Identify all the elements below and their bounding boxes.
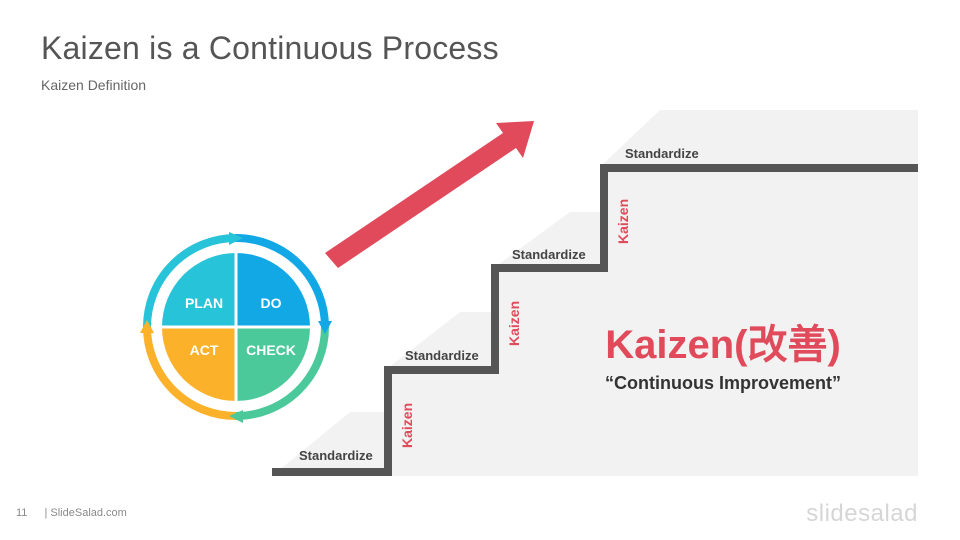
- riser-label-1: Kaizen: [399, 403, 415, 448]
- pdca-quadrant-check: [236, 327, 310, 401]
- step-label-2: Standardize: [405, 348, 479, 363]
- step-label-1: Standardize: [299, 448, 373, 463]
- step-label-3: Standardize: [512, 247, 586, 262]
- pdca-outer-arc-act: [143, 326, 237, 420]
- page-number: 11: [16, 507, 28, 519]
- pdca-outer-arc-plan: [143, 234, 237, 328]
- upward-arrow-icon: [325, 121, 534, 268]
- pdca-cycle: PLAN DO ACT CHECK: [140, 232, 332, 423]
- riser-label-3: Kaizen: [615, 199, 631, 244]
- kaizen-headline-subtitle: “Continuous Improvement”: [605, 373, 841, 393]
- brand-logo: slidesalad: [806, 500, 918, 527]
- page-subtitle: Kaizen Definition: [41, 77, 147, 93]
- kaizen-headline: Kaizen(改善): [605, 323, 841, 367]
- footer: 11 | SlideSalad.com: [16, 507, 127, 519]
- pdca-label-check: CHECK: [246, 342, 296, 358]
- pdca-outer-arc-check: [235, 326, 329, 420]
- pdca-quadrant-do: [236, 253, 310, 327]
- pdca-quadrant-plan: [162, 253, 236, 327]
- pdca-label-do: DO: [261, 295, 282, 311]
- footer-text: | SlideSalad.com: [44, 507, 127, 519]
- riser-label-2: Kaizen: [506, 301, 522, 346]
- pdca-quadrant-act: [162, 327, 236, 401]
- page-title: Kaizen is a Continuous Process: [41, 30, 499, 66]
- stair-shading: [272, 110, 918, 476]
- staircase-line: [272, 164, 918, 476]
- step-label-4: Standardize: [625, 146, 699, 161]
- pdca-outer-arc-do: [235, 234, 329, 328]
- pdca-label-plan: PLAN: [185, 295, 223, 311]
- pdca-label-act: ACT: [190, 342, 219, 358]
